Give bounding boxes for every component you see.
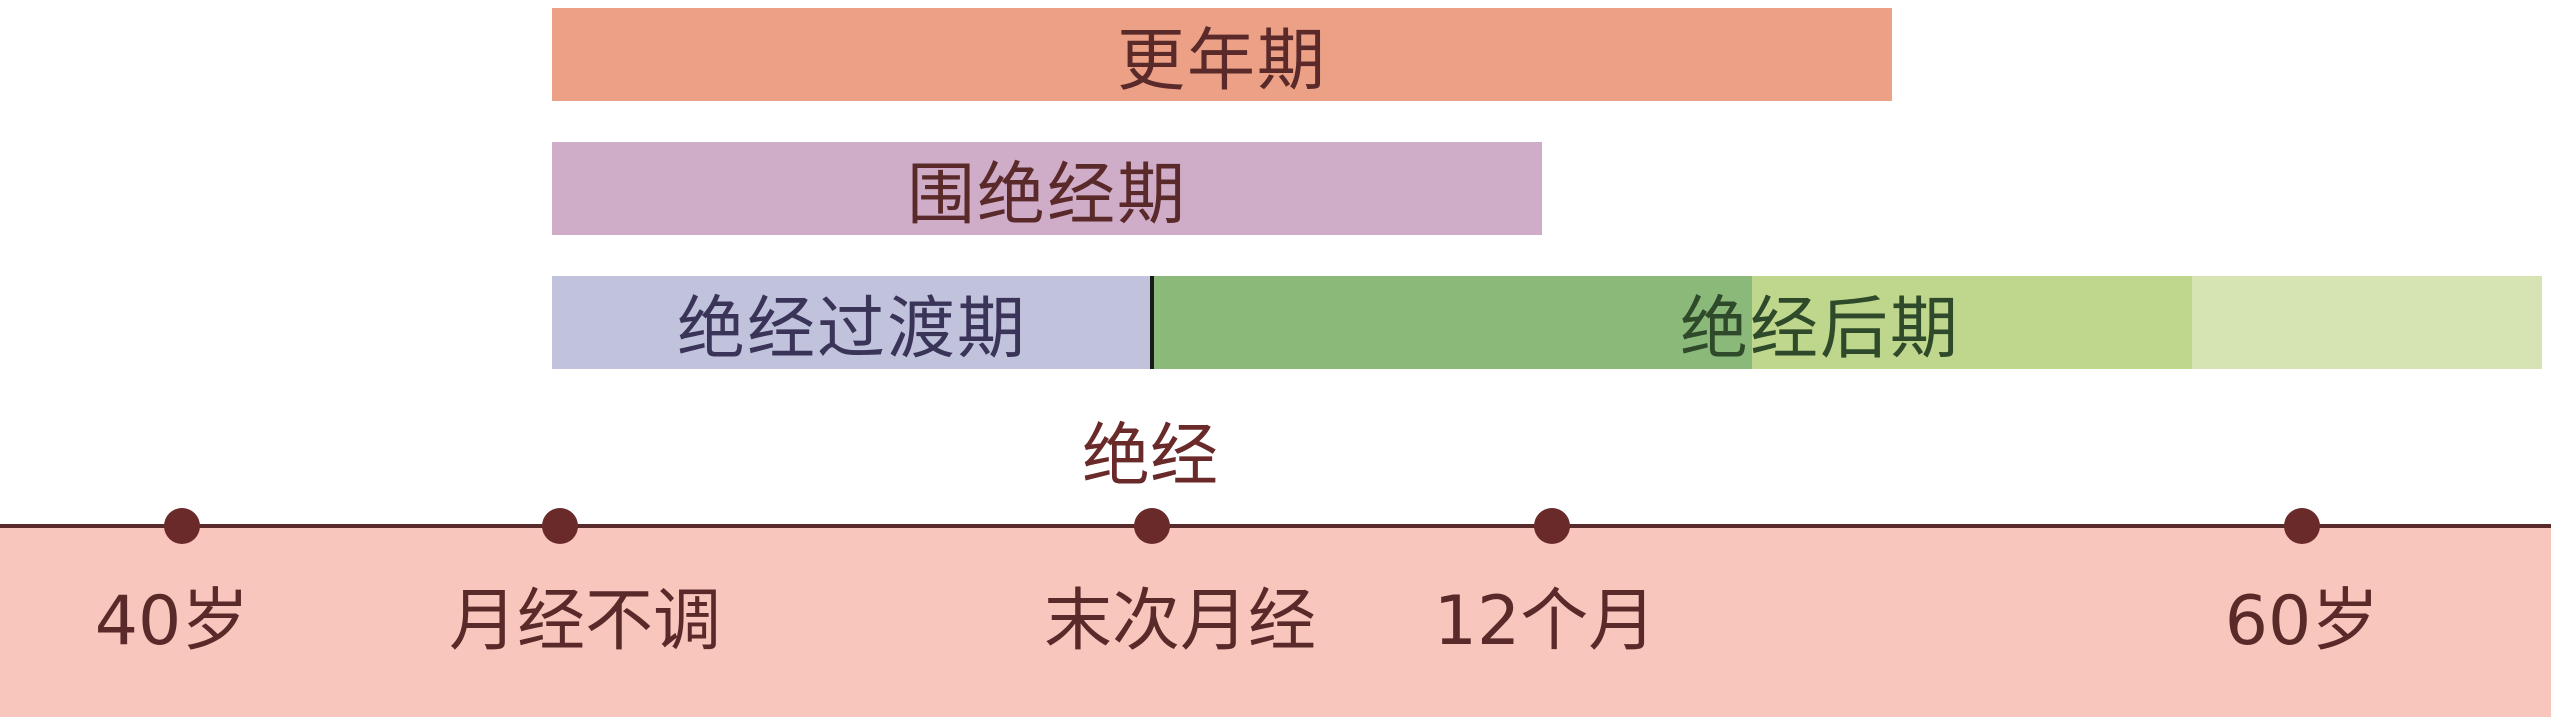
timeline-label-12-months: 12个月 (1433, 582, 1657, 661)
timeline-dot-age-60 (2284, 508, 2320, 544)
menopause-period-label: 更年期 (1116, 22, 1327, 101)
timeline-band (0, 527, 2551, 717)
timeline-axis-line (0, 524, 2551, 528)
menopausal-transition-label: 绝经过渡期 (676, 290, 1027, 369)
menopause-period-bar: 更年期 (552, 8, 1892, 101)
timeline-label-final-period: 末次月经 (1043, 582, 1316, 661)
timeline-dot-irregular-menses (542, 508, 578, 544)
timeline-dot-12-months (1534, 508, 1570, 544)
timeline-label-age-40: 40岁 (94, 582, 250, 661)
timeline-label-irregular-menses: 月经不调 (448, 582, 721, 661)
menopausal-transition-bar: 绝经过渡期 (552, 276, 1152, 369)
timeline-label-age-60: 60岁 (2224, 582, 2380, 661)
menopause-marker-label: 绝经 (1081, 417, 1218, 496)
timeline-dot-age-40 (164, 508, 200, 544)
postmenopause-label: 绝经后期 (1679, 290, 1960, 369)
perimenopause-bar: 围绝经期 (552, 142, 1542, 235)
timeline-dot-final-period (1134, 508, 1170, 544)
final-menstrual-period-divider (1150, 276, 1154, 369)
postmenopause-bar: 绝经后期 (1152, 276, 2542, 369)
perimenopause-label: 围绝经期 (906, 156, 1187, 235)
